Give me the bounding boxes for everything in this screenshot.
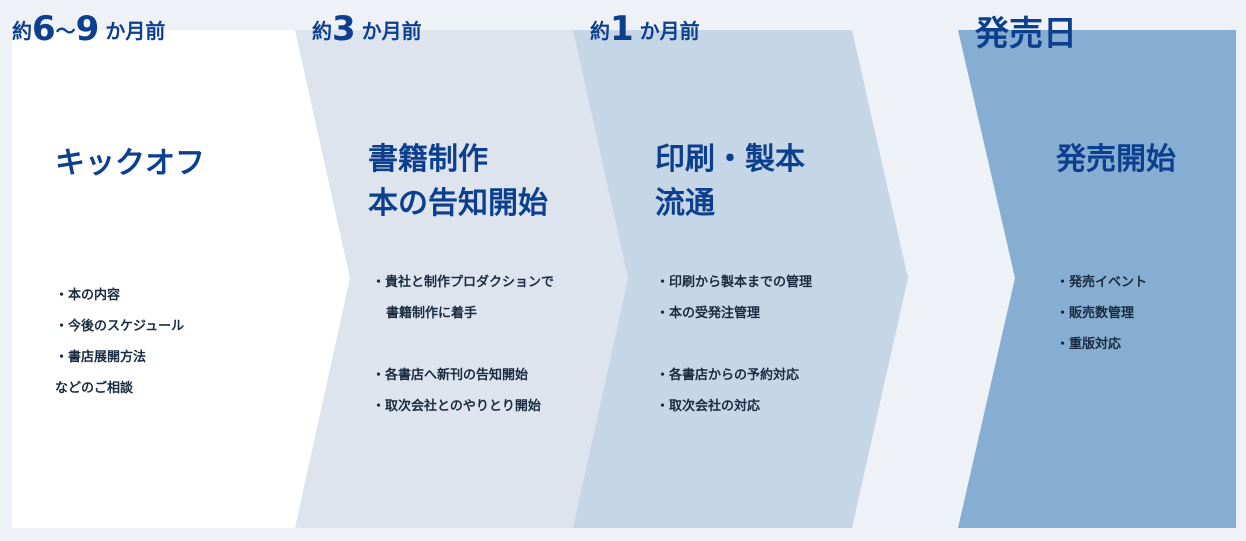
stage-2-title: 書籍制作 本の告知開始 xyxy=(368,138,548,226)
timing-prefix: 約 xyxy=(312,19,332,43)
stage-4-timing: 発売日 xyxy=(975,6,1077,55)
stage-4-items: ・発売イベント ・販売数管理 ・重版対応 xyxy=(1056,267,1147,360)
list-item: ・発売イベント xyxy=(1056,275,1148,290)
list-item: ・書店展開方法 xyxy=(55,350,147,365)
stage-3-items: ・印刷から製本までの管理 ・本の受発注管理 ・各書店からの予約対応 ・取次会社の… xyxy=(656,267,812,422)
list-item: ・販売数管理 xyxy=(1056,306,1135,321)
list-item: ・今後のスケジュール xyxy=(55,319,185,334)
timing-suffix: か月前 xyxy=(105,19,166,43)
timing-label: 発売日 xyxy=(975,14,1077,54)
stage-1-panel xyxy=(12,30,350,528)
list-item: ・重版対応 xyxy=(1056,337,1122,352)
timing-prefix: 約 xyxy=(590,19,610,43)
stage-1-items: ・本の内容 ・今後のスケジュール ・書店展開方法 などのご相談 xyxy=(55,280,184,404)
timing-number: 3 xyxy=(332,9,356,49)
timing-number: 1 xyxy=(610,9,634,49)
stage-2-panel xyxy=(295,30,628,528)
stage-3-title: 印刷・製本 流通 xyxy=(655,138,805,226)
stage-4-panel xyxy=(958,30,1236,528)
list-item-continuation: 書籍制作に着手 xyxy=(386,306,478,321)
list-item: ・印刷から製本までの管理 xyxy=(656,275,813,290)
timing-number: 9 xyxy=(75,9,100,49)
timing-number: 6 xyxy=(32,9,56,49)
list-spacer xyxy=(656,329,812,360)
timing-suffix: か月前 xyxy=(361,19,422,43)
timing-tilde: ～ xyxy=(55,19,76,43)
stage-2-items: ・貴社と制作プロダクションで 書籍制作に着手 ・各書店へ新刊の告知開始 ・取次会… xyxy=(372,267,554,422)
title-line: 印刷・製本 xyxy=(655,142,805,177)
list-item: ・本の内容 xyxy=(55,288,121,303)
list-item: ・各書店からの予約対応 xyxy=(656,368,800,383)
list-item: ・取次会社の対応 xyxy=(656,399,761,414)
stage-1-title: キックオフ xyxy=(55,142,205,186)
title-line: キックオフ xyxy=(55,146,205,181)
list-item: ・貴社と制作プロダクションで xyxy=(372,275,555,290)
list-spacer xyxy=(372,329,554,360)
title-line: 発売開始 xyxy=(1056,142,1176,177)
title-line: 流通 xyxy=(655,186,715,221)
stage-3-panel xyxy=(573,30,908,528)
timing-suffix: か月前 xyxy=(639,19,700,43)
list-item: ・取次会社とのやりとり開始 xyxy=(372,399,541,414)
timing-prefix: 約 xyxy=(12,19,32,43)
list-item: ・各書店へ新刊の告知開始 xyxy=(372,368,529,383)
stage-4-title: 発売開始 xyxy=(1056,138,1176,182)
list-item: ・本の受発注管理 xyxy=(656,306,761,321)
title-line: 本の告知開始 xyxy=(368,186,548,221)
title-line: 書籍制作 xyxy=(368,142,488,177)
list-note: などのご相談 xyxy=(55,381,134,396)
